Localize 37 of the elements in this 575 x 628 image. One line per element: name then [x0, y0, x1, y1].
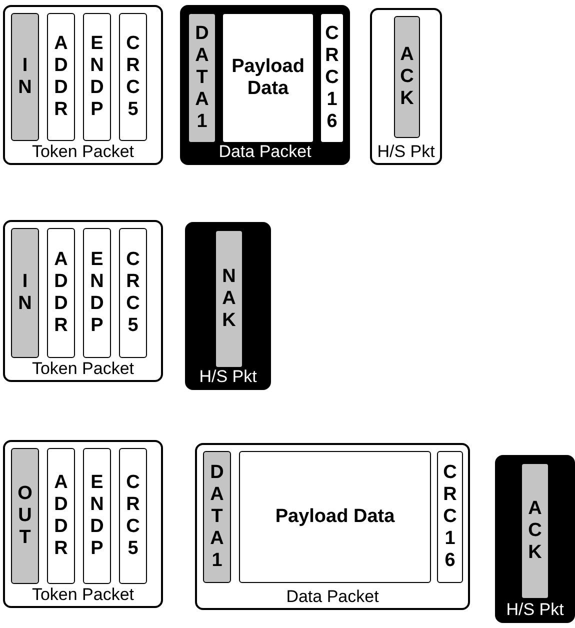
packet-frame — [185, 222, 271, 390]
packet-frame — [180, 5, 350, 165]
packet-label: Token Packet — [30, 585, 136, 605]
packet-field: CRC5 — [119, 228, 147, 358]
packet-label: Data Packet — [218, 142, 312, 162]
packet-frame — [3, 440, 163, 608]
packet-field: Payload Data — [222, 13, 314, 143]
packet-label: H/S Pkt — [505, 600, 565, 620]
packet-field: NAK — [215, 230, 243, 368]
packet-field: CRC5 — [119, 13, 147, 141]
packet-field: ENDP — [83, 448, 111, 584]
packet-field: Payload Data — [239, 451, 431, 583]
packet-field: ADDR — [47, 448, 75, 584]
packet-field: ACK — [394, 16, 420, 138]
packet-field: ENDP — [83, 13, 111, 141]
packet-frame — [3, 5, 163, 165]
packet-label: Data Packet — [285, 587, 380, 607]
packet-label: Token Packet — [30, 359, 136, 379]
packet-field: IN — [11, 13, 39, 141]
packet-field: OUT — [11, 448, 39, 584]
packet-field: ENDP — [83, 228, 111, 358]
packet-frame — [195, 443, 470, 610]
packet-label: H/S Pkt — [376, 142, 436, 162]
packet-label: H/S Pkt — [198, 367, 258, 387]
packet-field: ACK — [521, 463, 549, 599]
packet-frame — [370, 8, 442, 165]
packet-field: IN — [11, 228, 39, 358]
packet-label: Token Packet — [30, 142, 136, 162]
packet-frame — [495, 455, 575, 623]
packet-field: ADDR — [47, 13, 75, 141]
packet-field: ADDR — [47, 228, 75, 358]
packet-field: CRC16 — [437, 451, 463, 583]
packet-field: CRC16 — [320, 13, 344, 143]
packet-frame — [3, 220, 163, 382]
packet-field: DATA1 — [203, 451, 231, 583]
packet-field: DATA1 — [188, 13, 216, 143]
packet-field: CRC5 — [119, 448, 147, 584]
